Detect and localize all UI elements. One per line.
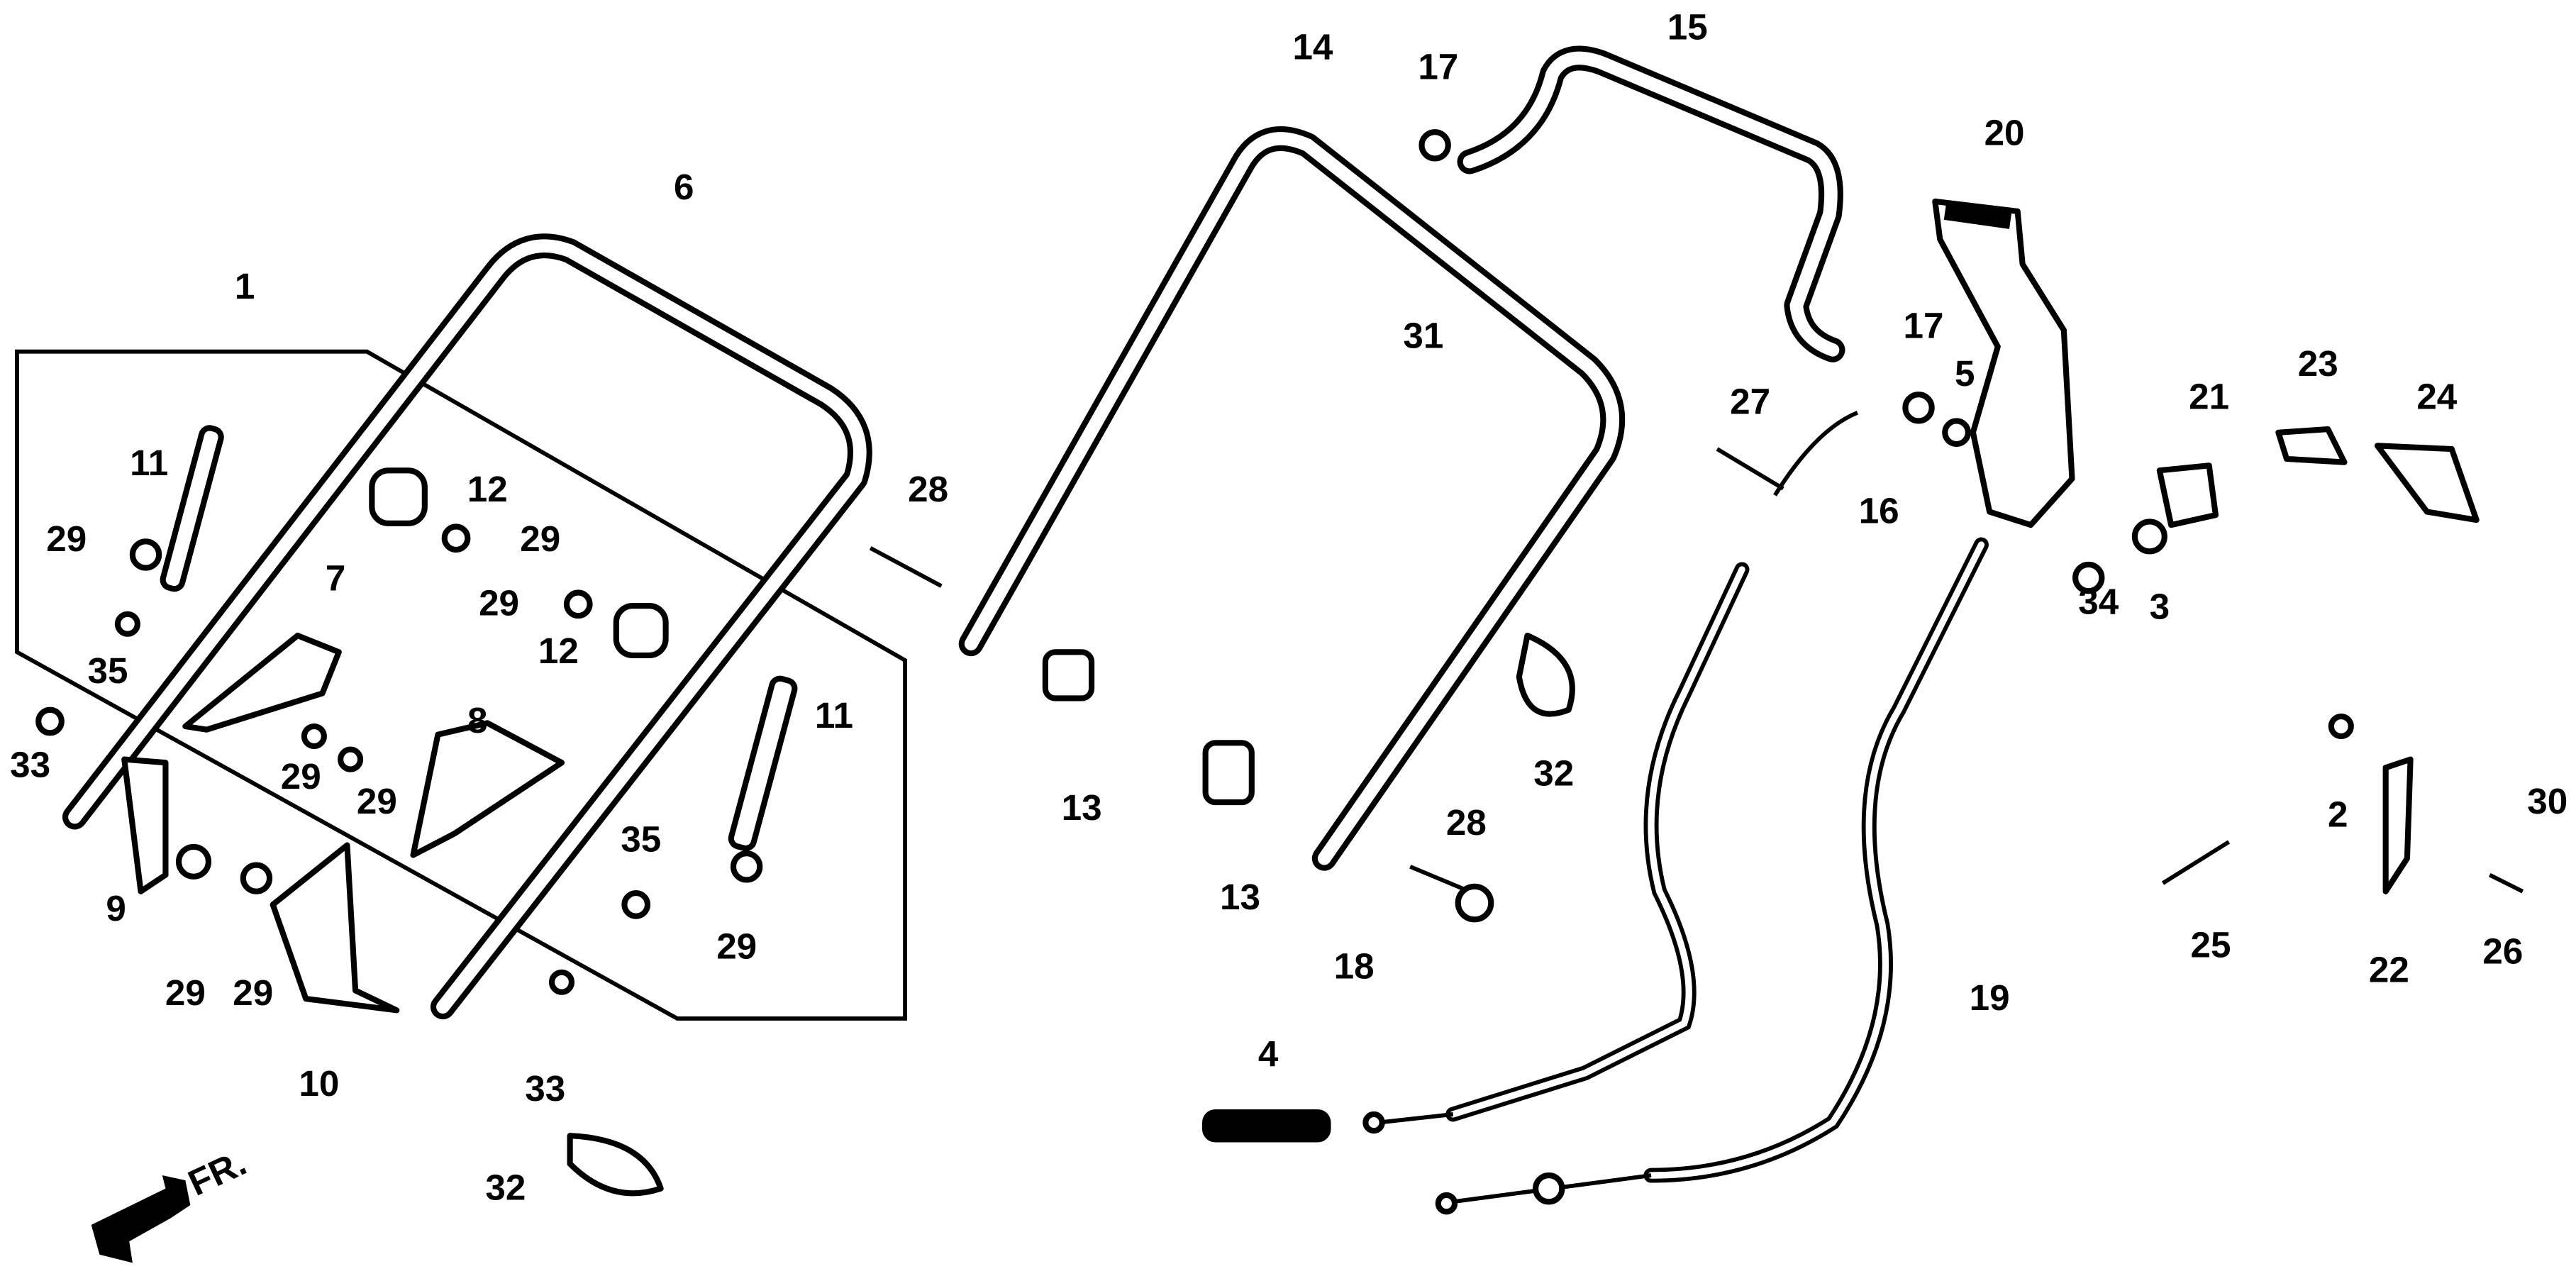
callout-31: 31 [1403, 316, 1443, 356]
callout-9: 9 [106, 888, 126, 928]
callout-33: 33 [525, 1068, 565, 1109]
upper-handle-14 [958, 126, 1626, 871]
callout-14: 14 [1292, 26, 1333, 67]
callout-19: 19 [1970, 977, 2010, 1018]
callout-28: 28 [1446, 802, 1487, 843]
callout-30: 30 [2527, 781, 2567, 821]
callout-33: 33 [10, 745, 50, 785]
callout-12: 12 [538, 631, 579, 671]
callout-17: 17 [1418, 46, 1458, 87]
cable-19 [1435, 537, 1989, 1215]
callout-29: 29 [165, 972, 206, 1013]
callout-13: 13 [1220, 877, 1260, 917]
callout-18: 18 [1334, 946, 1375, 987]
small-parts [35, 129, 2524, 1197]
callout-17: 17 [1904, 306, 1944, 346]
callout-35: 35 [621, 819, 661, 859]
callout-22: 22 [2369, 949, 2409, 989]
callout-3: 3 [2150, 586, 2170, 626]
callout-13: 13 [1062, 787, 1102, 828]
callout-15: 15 [1667, 6, 1708, 47]
callout-20: 20 [1984, 112, 2025, 152]
callout-7: 7 [326, 558, 345, 599]
callout-28: 28 [908, 469, 948, 509]
callout-16: 16 [1859, 490, 1899, 531]
callout-8: 8 [467, 700, 487, 741]
callout-29: 29 [716, 926, 757, 967]
callout-32: 32 [485, 1168, 526, 1208]
callout-29: 29 [233, 972, 273, 1013]
callout-2: 2 [2328, 794, 2348, 835]
callout-11: 11 [815, 695, 853, 736]
cable-18 [1362, 562, 1750, 1134]
callout-4: 4 [1258, 1033, 1279, 1074]
control-bar-15 [1457, 45, 1845, 362]
callout-32: 32 [1533, 753, 1574, 793]
callout-12: 12 [467, 469, 508, 509]
front-label: FR. [182, 1142, 252, 1204]
callout-29: 29 [46, 518, 87, 559]
front-direction-arrow: FR. [91, 1142, 252, 1263]
grip-4 [1201, 1109, 1331, 1143]
callout-24: 24 [2416, 377, 2457, 417]
callout-29: 29 [520, 518, 560, 559]
callout-11: 11 [130, 443, 168, 483]
callout-23: 23 [2298, 343, 2338, 384]
callout-21: 21 [2189, 377, 2229, 417]
callout-26: 26 [2482, 931, 2523, 972]
callout-29: 29 [479, 583, 519, 623]
callout-10: 10 [299, 1063, 339, 1104]
callout-6: 6 [674, 167, 694, 207]
callout-29: 29 [357, 781, 397, 821]
callout-1: 1 [235, 266, 255, 306]
assembly-bracket-1 [15, 349, 907, 1021]
callout-5: 5 [1955, 353, 1975, 394]
lower-handle-6 [62, 233, 872, 1020]
callout-34: 34 [2078, 581, 2119, 621]
callout-27: 27 [1730, 382, 1770, 422]
callout-29: 29 [281, 756, 321, 797]
callout-25: 25 [2191, 924, 2231, 965]
lever-20 [1932, 198, 2075, 528]
callout-35: 35 [87, 650, 128, 691]
